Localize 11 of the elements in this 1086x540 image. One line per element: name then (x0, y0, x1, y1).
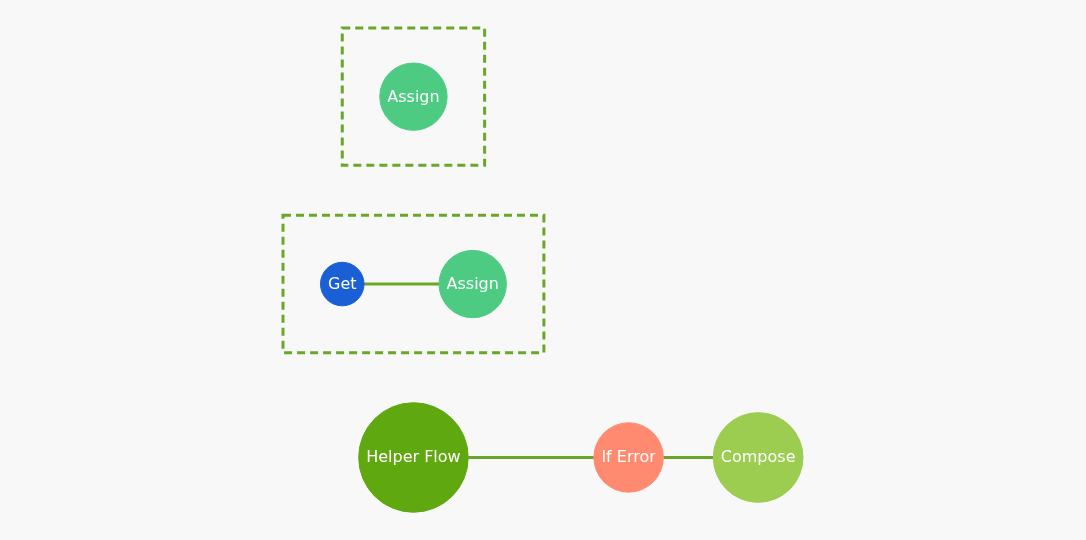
connector (663, 455, 714, 459)
node-circle: Assign (379, 62, 448, 131)
connector (364, 282, 439, 286)
node-circle: Helper Flow (358, 402, 469, 513)
node-circle: Compose (712, 412, 804, 503)
cluster (281, 213, 546, 355)
cluster (340, 26, 487, 167)
node-circle: Get (320, 261, 365, 307)
connector (468, 455, 594, 459)
node-circle: Assign (438, 249, 507, 319)
node-circle: If Error (593, 422, 664, 493)
